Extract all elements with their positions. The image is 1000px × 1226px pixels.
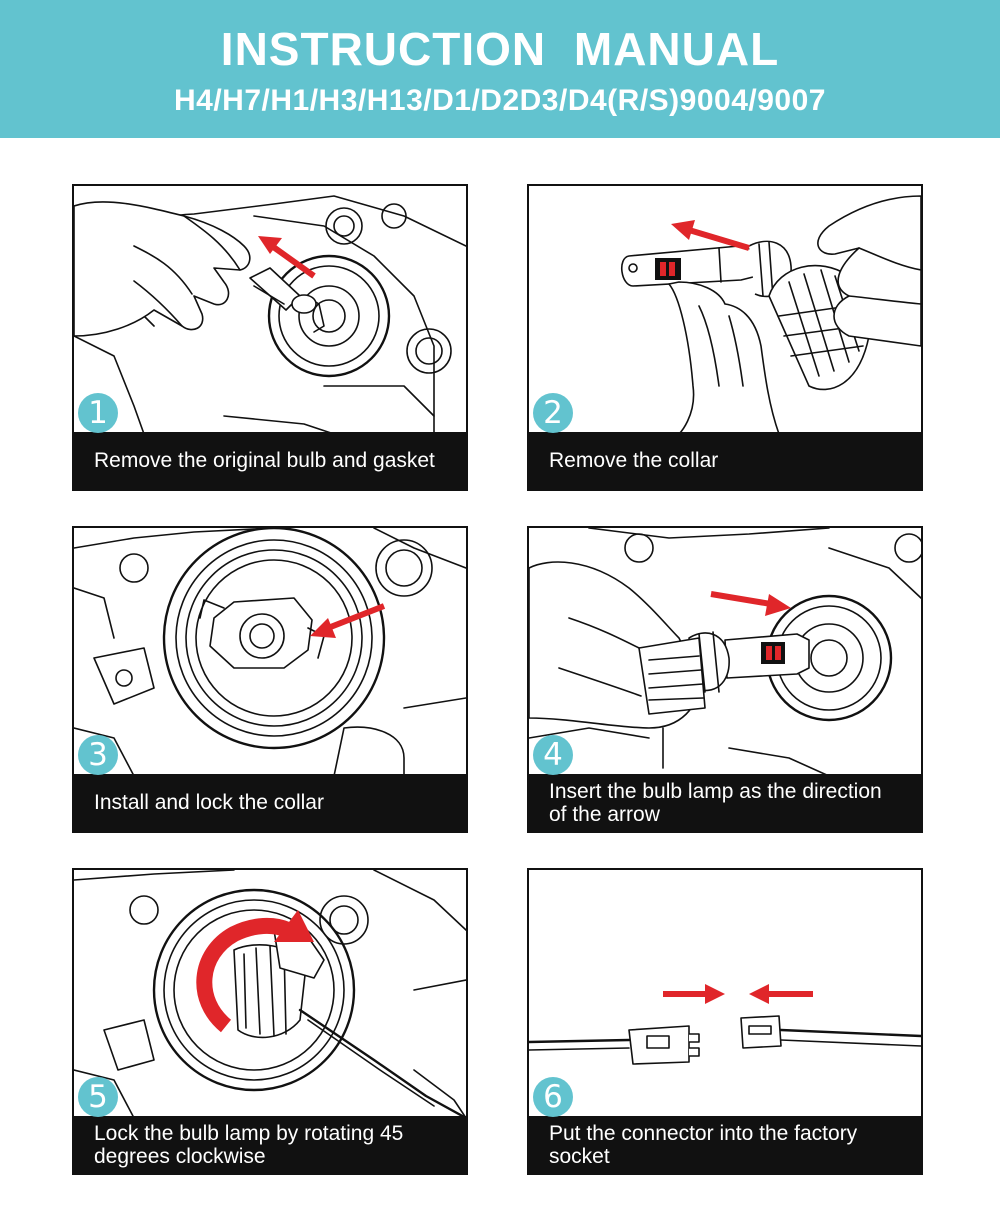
headlight-housing-drawing: [74, 195, 466, 434]
page-subtitle: H4/H7/H1/H3/H13/D1/D2D3/D4(R/S)9004/9007: [174, 84, 826, 117]
red-arrow: [710, 591, 791, 616]
step-caption: Remove the collar: [529, 432, 921, 489]
step-panel-5: 5 Lock the bulb lamp by rotating 45 degr…: [72, 868, 468, 1175]
socket-ring-drawing: [152, 888, 356, 1092]
step-number-badge: 1: [78, 393, 118, 433]
step-caption: Lock the bulb lamp by rotating 45 degree…: [74, 1116, 466, 1173]
step-caption: Insert the bulb lamp as the direction of…: [529, 774, 921, 831]
page-title: INSTRUCTION MANUAL: [220, 23, 780, 75]
step-panel-3: 3 Install and lock the collar: [72, 526, 468, 833]
step-4-illustration: [529, 528, 921, 776]
step-panel-6: 6 Put the connector into the factory soc…: [527, 868, 923, 1175]
bulb-plug-drawing: [529, 1025, 700, 1065]
step-number-badge: 2: [533, 393, 573, 433]
step-number-badge: 6: [533, 1077, 573, 1117]
step-5-illustration: [74, 870, 466, 1118]
factory-socket-drawing: [740, 1015, 921, 1049]
hands-drawing: [668, 195, 921, 434]
step-number-badge: 5: [78, 1077, 118, 1117]
headlight-housing-drawing: [529, 528, 921, 776]
header-banner: INSTRUCTION MANUAL H4/H7/H1/H3/H13/D1/D2…: [0, 0, 1000, 138]
step-panel-4: 4 Insert the bulb lamp as the direction …: [527, 526, 923, 833]
socket-ring-drawing: [267, 254, 391, 378]
step-caption: Put the connector into the factory socke…: [529, 1116, 921, 1173]
step-panel-2: 2 Remove the collar: [527, 184, 923, 491]
step-caption: Remove the original bulb and gasket: [74, 432, 466, 489]
step-number-badge: 4: [533, 735, 573, 775]
step-6-illustration: [529, 984, 921, 1065]
red-arrow-left: [749, 984, 813, 1004]
socket-ring-drawing: [162, 528, 386, 750]
step-number-badge: 3: [78, 735, 118, 775]
headlight-housing-drawing: [74, 528, 466, 776]
led-bulb-drawing: [621, 245, 758, 287]
cable-drawing: [298, 1008, 466, 1118]
led-bulb-drawing: [688, 631, 810, 693]
step-2-illustration: [621, 195, 921, 434]
red-rotation-arrow: [196, 910, 314, 1033]
halogen-bulb-drawing: [249, 267, 317, 314]
step-1-illustration: [74, 195, 466, 434]
collar-drawing: [199, 597, 325, 669]
step-panel-1: 1 Remove the original bulb and gasket: [72, 184, 468, 491]
hand-drawing: [529, 561, 706, 729]
step-3-illustration: [74, 528, 466, 776]
red-arrow: [671, 220, 750, 251]
red-arrow: [258, 236, 316, 279]
step-caption: Install and lock the collar: [74, 774, 466, 831]
red-arrow-right: [663, 984, 725, 1004]
hand-drawing: [74, 201, 251, 337]
red-arrow: [310, 603, 386, 638]
